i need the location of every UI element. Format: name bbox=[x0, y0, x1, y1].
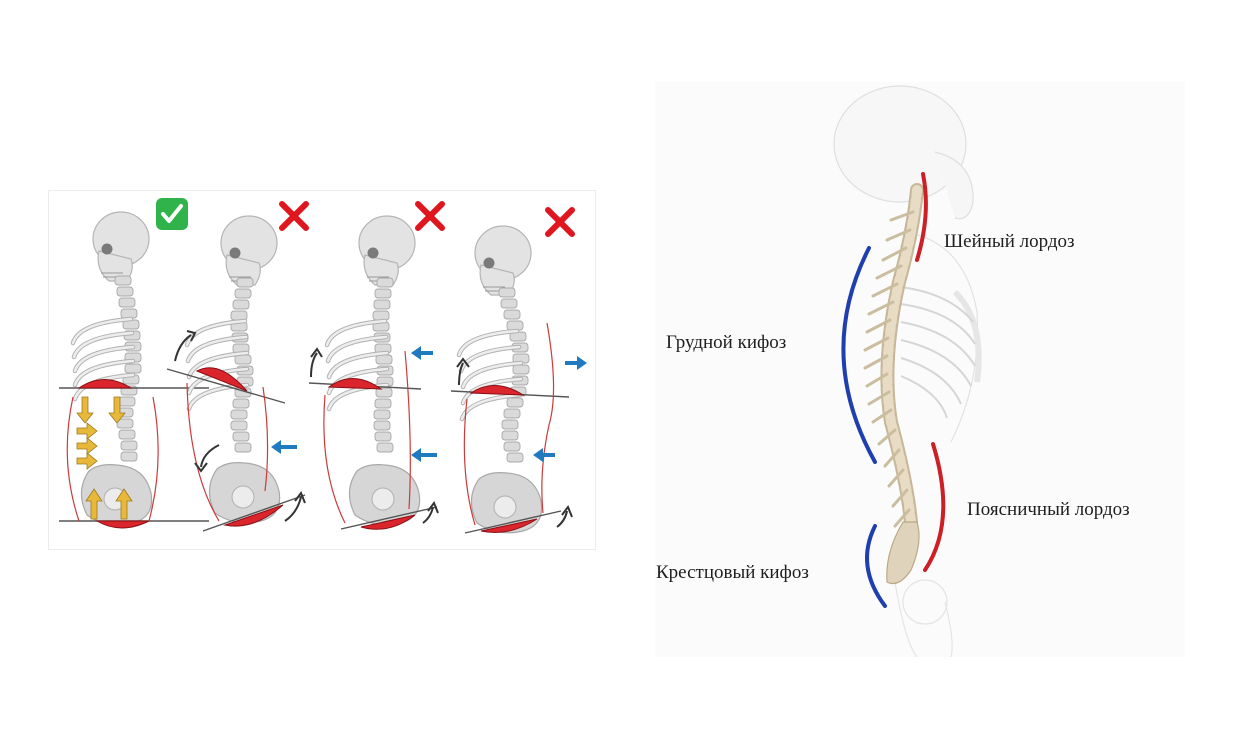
posture-figure-4 bbox=[450, 225, 587, 534]
cervical-lordosis-label: Шейный лордоз bbox=[944, 231, 1075, 252]
lumbar-lordosis-label: Поясничный лордоз bbox=[967, 499, 1130, 520]
spine-illustration bbox=[833, 85, 982, 657]
posture-figure-2 bbox=[166, 215, 306, 532]
spine-curvature-panel bbox=[655, 82, 1185, 657]
rib-cage bbox=[900, 286, 976, 419]
lumbar-lordosis-curve bbox=[923, 442, 946, 572]
cross-mark-icon bbox=[413, 199, 447, 233]
posture-illustration bbox=[59, 211, 587, 534]
posture-figure-1 bbox=[59, 211, 209, 529]
posture-figure-3 bbox=[308, 215, 439, 530]
sacral-kyphosis-curve bbox=[865, 524, 887, 608]
spinal-column bbox=[863, 183, 924, 585]
thoracic-kyphosis-label: Грудной кифоз bbox=[666, 332, 787, 353]
cervical-lordosis-curve bbox=[915, 172, 928, 262]
thoracic-kyphosis-curve bbox=[841, 246, 877, 464]
body-outline bbox=[833, 85, 982, 657]
posture-comparison-panel bbox=[48, 190, 596, 550]
sacral-kyphosis-label: Крестцовый кифоз bbox=[656, 562, 809, 583]
cross-mark-icon bbox=[277, 199, 311, 233]
check-mark-icon bbox=[155, 197, 189, 231]
cross-mark-icon bbox=[543, 205, 577, 239]
